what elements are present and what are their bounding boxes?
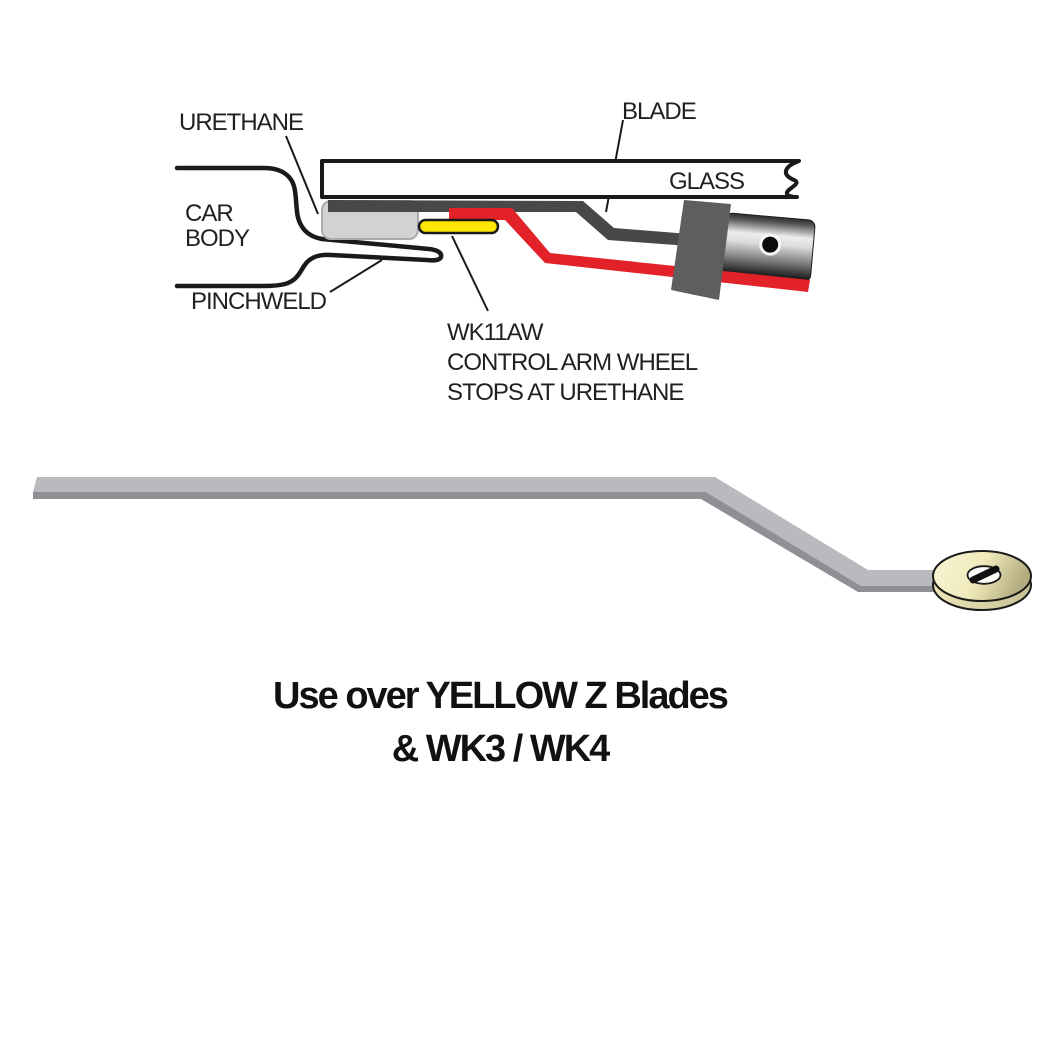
label-note-line3: STOPS AT URETHANE: [447, 379, 683, 406]
control-arm-wheel-yellow: [417, 218, 500, 235]
label-car: CAR: [185, 200, 233, 227]
glass-panel: [320, 159, 801, 199]
blade-dark: [328, 200, 689, 246]
usage-caption: Use over YELLOW Z Blades & WK3 / WK4: [0, 670, 1000, 776]
car-body-outline: [174, 165, 444, 289]
usage-caption-line2: & WK3 / WK4: [391, 728, 611, 770]
blade-holder: [671, 200, 731, 300]
urethane-leader-line: [285, 135, 319, 215]
label-urethane: URETHANE: [179, 109, 303, 136]
control-arm-face: [33, 477, 948, 586]
control-arm-wheel-leader-line: [451, 235, 489, 312]
label-note-line2: CONTROL ARM WHEEL: [447, 349, 698, 376]
label-blade: BLADE: [622, 98, 696, 125]
usage-caption-line1: Use over YELLOW Z Blades: [273, 675, 729, 717]
pinchweld-leader-line: [329, 259, 383, 293]
label-pinchweld: PINCHWELD: [191, 288, 327, 315]
handle-pin-hole: [759, 233, 782, 256]
label-note-part-number: WK11AW: [447, 319, 544, 346]
arm-washer-wheel: [932, 550, 1032, 611]
label-glass: GLASS: [669, 168, 744, 195]
handle-cylinder: [720, 212, 816, 283]
label-body: BODY: [185, 225, 250, 252]
screw-slot-bar: [969, 565, 1000, 584]
